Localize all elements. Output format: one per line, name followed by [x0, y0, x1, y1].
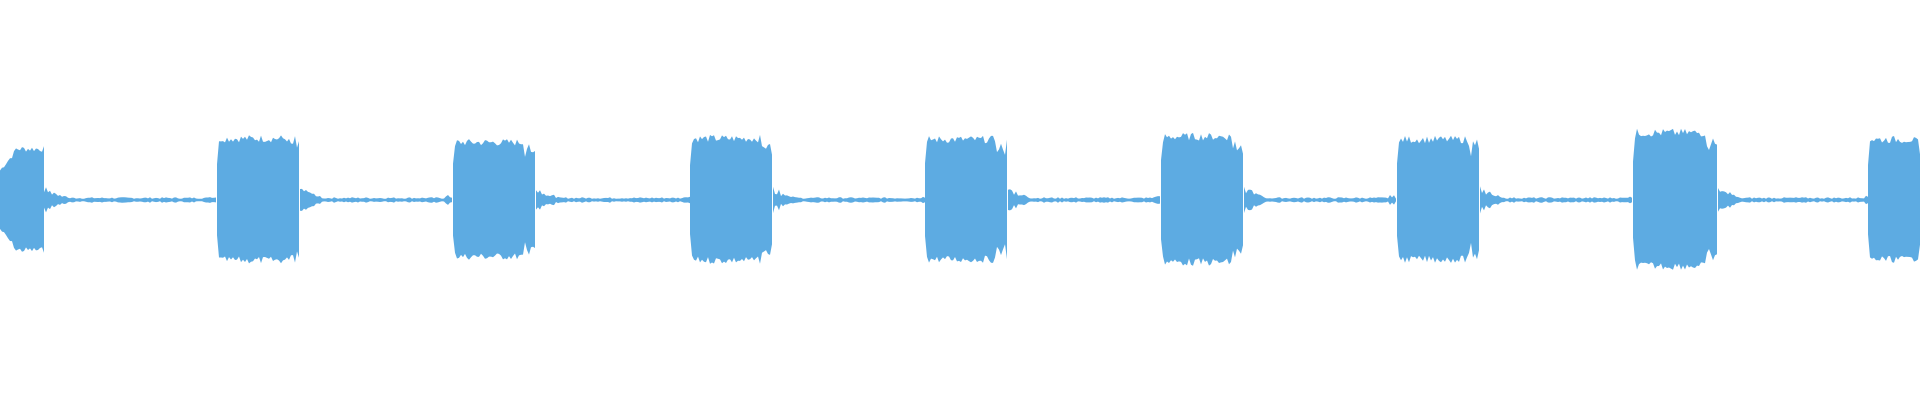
waveform-burst [217, 135, 299, 264]
waveform-burst [690, 134, 772, 264]
waveform-silence [300, 188, 452, 211]
waveform-burst [1633, 128, 1717, 270]
waveform-burst [1868, 136, 1920, 263]
waveform-silence [1244, 186, 1396, 214]
waveform-burst [1397, 135, 1479, 263]
waveform-silence [1008, 189, 1160, 211]
waveform-burst [453, 139, 535, 260]
waveform-silence [44, 187, 216, 213]
waveform-silence [1718, 188, 1868, 212]
waveform-burst [1161, 132, 1243, 266]
waveform-burst [925, 135, 1007, 263]
waveform-silence [536, 190, 690, 210]
waveform-silence [1480, 186, 1632, 214]
waveform-tail [0, 146, 44, 253]
waveform-silence [773, 186, 925, 214]
